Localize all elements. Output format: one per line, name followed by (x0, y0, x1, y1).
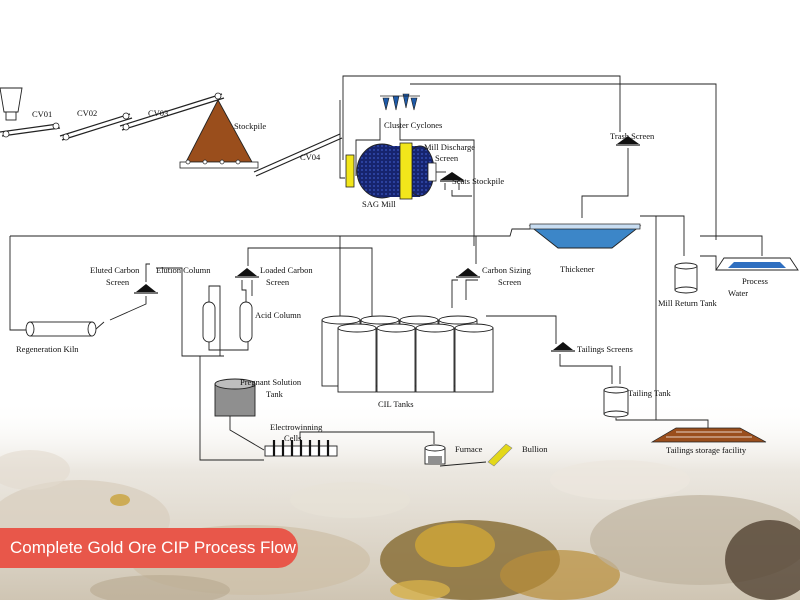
thickener-label: Thickener (560, 264, 595, 274)
thickener (528, 223, 642, 249)
mill-return-tank (674, 262, 698, 294)
acid-column (239, 301, 253, 343)
process-water-pond (715, 257, 799, 271)
bullion-bar (487, 443, 513, 467)
trash-screen-label: Trash Screen (610, 131, 655, 141)
cil-tanks (321, 315, 494, 393)
conveyor-cv03 (119, 92, 225, 131)
acid-column-label: Acid Column (255, 310, 302, 320)
sag-mill-label: SAG Mill (362, 199, 396, 209)
carbon-sizing-screen (456, 268, 480, 278)
feed-hopper (0, 87, 23, 121)
elution-column-label: Elution Column (156, 265, 211, 275)
electrowinning-cells (264, 440, 338, 457)
cv02-label: CV02 (77, 108, 97, 118)
mill-discharge-label-1: Mill Discharge (424, 142, 475, 152)
mill-discharge-screen (440, 172, 464, 190)
scats-stockpile-label: Scats Stockpile (452, 176, 504, 186)
title-badge: Complete Gold Ore CIP Process Flow (0, 528, 298, 568)
conveyor-cv01 (0, 122, 61, 138)
cluster-cyclones-label: Cluster Cyclones (384, 120, 442, 130)
cv03-label: CV03 (148, 108, 168, 118)
furnace (424, 444, 446, 465)
tailing-tank (603, 386, 629, 418)
tailings-screens-label: Tailings Screens (577, 344, 633, 354)
bullion-label: Bullion (522, 444, 548, 454)
regeneration-kiln (25, 321, 105, 337)
mill-discharge-label-2: Screen (435, 153, 459, 163)
tailings-storage-facility (650, 427, 767, 443)
cv04-label: CV04 (300, 152, 321, 162)
cil-tanks-label: CIL Tanks (378, 399, 414, 409)
cv01-label: CV01 (32, 109, 52, 119)
loaded-carbon-screen (235, 268, 259, 278)
tailing-tank-label: Tailing Tank (628, 388, 672, 398)
loaded-carbon-label-2: Screen (266, 277, 290, 287)
electrowinning-label-1: Electrowinning (270, 422, 323, 432)
carbon-sizing-label-1: Carbon Sizing (482, 265, 532, 275)
sag-mill (345, 142, 437, 200)
process-lines (9, 75, 763, 467)
electrowinning-label-2: Cells (284, 433, 301, 443)
carbon-sizing-label-2: Screen (498, 277, 522, 287)
regeneration-kiln-label: Regeneration Kiln (16, 344, 79, 354)
stockpile (179, 99, 259, 169)
process-water-label-1: Process (742, 276, 768, 286)
pregnant-solution-tank (214, 378, 256, 417)
conveyor-cv02 (59, 112, 133, 141)
tailings-storage-label: Tailings storage facility (666, 445, 747, 455)
tailings-screens (551, 342, 575, 352)
conveyor-cv04 (253, 133, 343, 177)
eluted-carbon-screen (134, 284, 158, 294)
mill-return-tank-label: Mill Return Tank (658, 298, 717, 308)
stockpile-label: Stockpile (234, 121, 266, 131)
pregnant-solution-label-1: Pregnant Solution (240, 377, 302, 387)
process-water-label-2: Water (728, 288, 748, 298)
trash-screen (616, 136, 640, 146)
pregnant-solution-label-2: Tank (266, 389, 284, 399)
eluted-carbon-label-1: Eluted Carbon (90, 265, 140, 275)
furnace-label: Furnace (455, 444, 483, 454)
eluted-carbon-label-2: Screen (106, 277, 130, 287)
elution-column (202, 301, 216, 343)
cluster-cyclones (380, 93, 420, 111)
loaded-carbon-label-1: Loaded Carbon (260, 265, 313, 275)
